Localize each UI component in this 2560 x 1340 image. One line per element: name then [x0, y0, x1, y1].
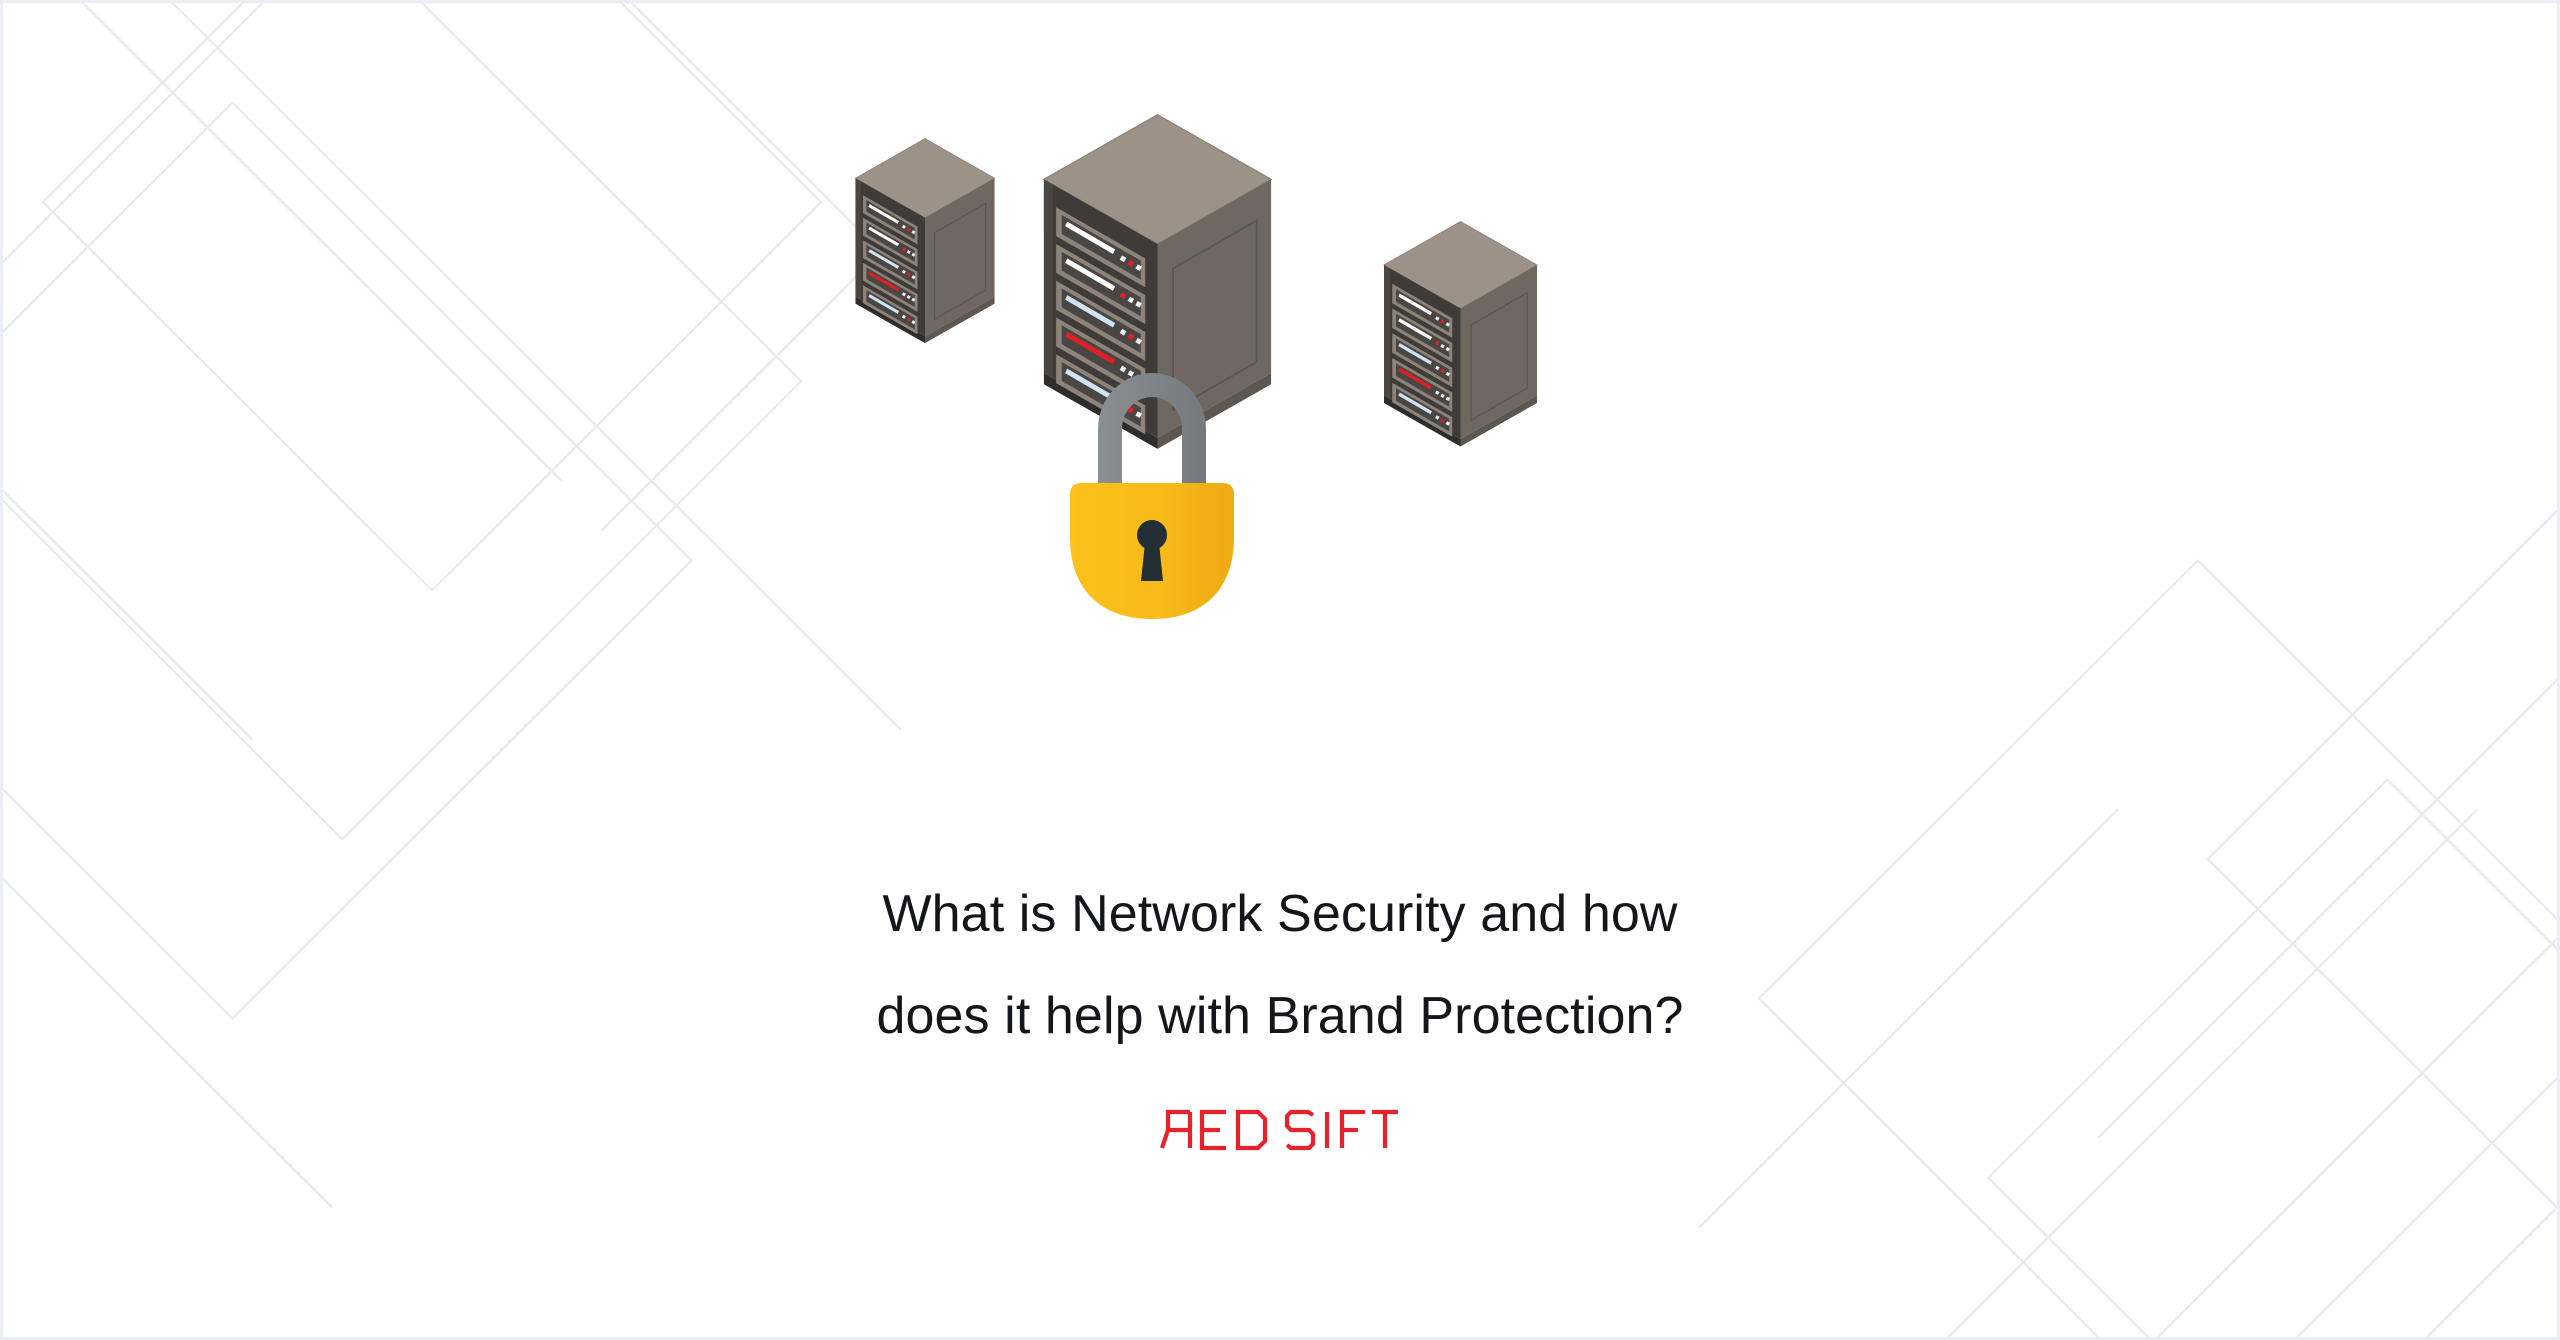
- text-block: What is Network Security and how does it…: [3, 863, 2557, 1151]
- server-rack-center: [1043, 113, 1272, 450]
- headline-line-1: What is Network Security and how: [882, 885, 1678, 943]
- red-sift-logo[interactable]: RED SIFT: [3, 1109, 2557, 1151]
- server-rack-right: [1383, 220, 1538, 448]
- hero-illustration: [850, 99, 1710, 799]
- headline-line-2: does it help with Brand Protection?: [876, 987, 1684, 1045]
- page-title: What is Network Security and how does it…: [700, 863, 1860, 1067]
- padlock-icon: [1070, 373, 1234, 619]
- keyhole-icon: [1137, 520, 1167, 581]
- server-rack-left: [854, 138, 996, 344]
